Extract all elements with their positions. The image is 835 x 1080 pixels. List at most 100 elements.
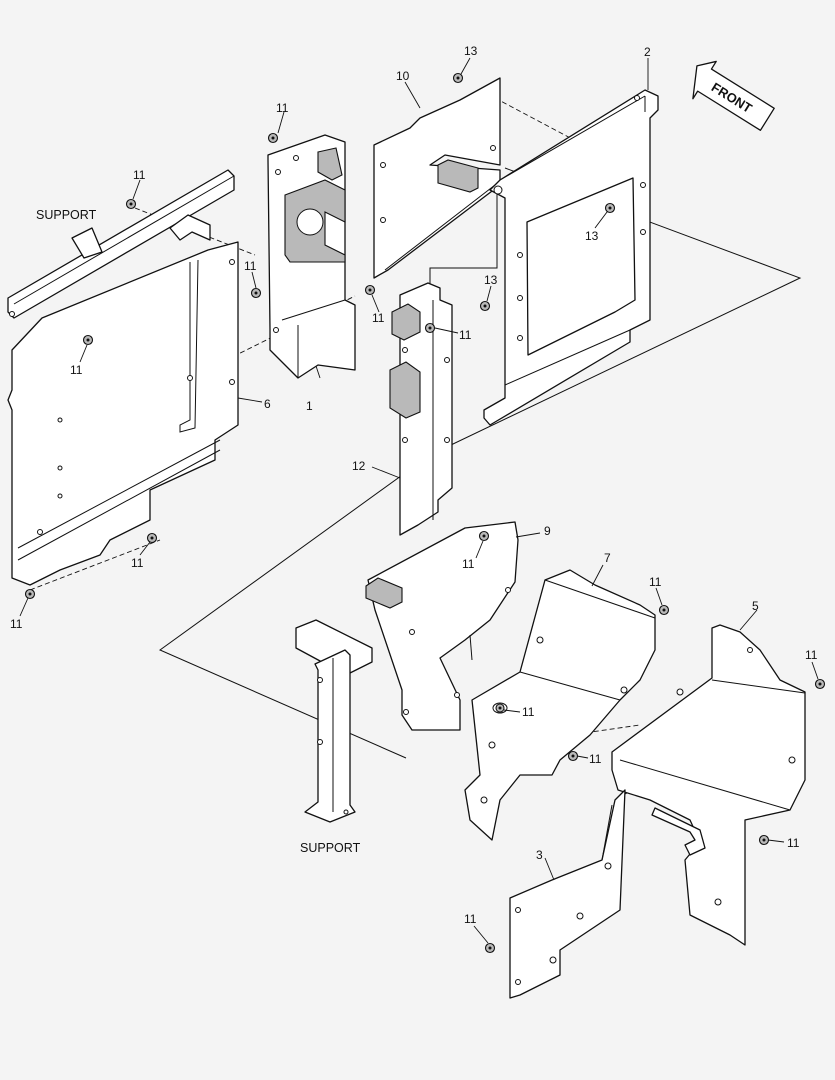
part-5-side-shroud (611, 624, 806, 946)
hole (493, 185, 503, 195)
hole (380, 162, 386, 168)
hole (444, 437, 450, 443)
callout-13: 13 (464, 44, 478, 58)
support-arm (71, 227, 103, 259)
hole (409, 629, 415, 635)
bolt-icon (814, 678, 826, 690)
hole (788, 756, 796, 764)
callout-11: 11 (70, 363, 83, 377)
support-label-upper: SUPPORT (36, 208, 97, 222)
leader-lines (19, 57, 819, 944)
hole (57, 465, 63, 471)
callout-11: 11 (589, 752, 602, 766)
hole (343, 809, 349, 815)
part-12-pad-upper (391, 303, 421, 341)
bolt-icon (250, 287, 262, 299)
part-12-pad-lower (389, 361, 421, 419)
part-10-body (373, 77, 501, 279)
part-9-body (367, 521, 519, 731)
callout-11: 11 (131, 556, 144, 570)
hole (275, 169, 281, 175)
part-3-lower-plate (509, 789, 626, 999)
bolt-icon (478, 530, 490, 542)
callout-7: 7 (604, 551, 611, 565)
part-9-pad (365, 577, 403, 609)
support-rail-upper (7, 169, 235, 319)
hole (676, 688, 684, 696)
fasteners (24, 72, 826, 954)
part-6-flange (17, 439, 221, 561)
callout-12: 12 (352, 459, 366, 473)
callout-11: 11 (462, 557, 475, 571)
bolt-icon (125, 198, 137, 210)
callout-6: 6 (264, 397, 271, 411)
hole (402, 437, 408, 443)
hole (517, 252, 523, 258)
part-3-body (509, 789, 626, 999)
callout-11: 11 (244, 259, 257, 273)
bolt-icon (484, 942, 496, 954)
callout-11: 11 (372, 311, 385, 325)
part-6-body (7, 241, 239, 586)
hole (57, 417, 63, 423)
callout-11: 11 (805, 648, 818, 662)
callout-11: 11 (464, 912, 477, 926)
hole (317, 677, 323, 683)
callout-3: 3 (536, 848, 543, 862)
support-stand-lower (295, 619, 373, 823)
bolt-icon (479, 300, 491, 312)
callout-13: 13 (585, 229, 599, 243)
hole (634, 95, 640, 101)
hole (517, 295, 523, 301)
hole (505, 587, 511, 593)
hole (480, 796, 488, 804)
front-arrow-shape (692, 60, 775, 131)
callout-11: 11 (649, 575, 662, 589)
bolt-icon (24, 588, 36, 600)
hole (536, 636, 544, 644)
hole (620, 686, 628, 694)
callout-13: 13 (484, 273, 498, 287)
hole (549, 956, 557, 964)
bolt-icon (658, 604, 670, 616)
bolt-icon (452, 72, 464, 84)
hole (640, 182, 646, 188)
hole (402, 347, 408, 353)
part-12-channel (389, 282, 453, 536)
callout-11: 11 (459, 328, 472, 342)
hole (517, 335, 523, 341)
hole (747, 647, 753, 653)
support-stand-leg (304, 649, 356, 823)
bolt-icon (364, 284, 376, 296)
hole (57, 493, 63, 499)
support-label-lower: SUPPORT (300, 841, 361, 855)
part-5-slot (651, 807, 706, 856)
support-bracket (169, 214, 211, 241)
hole (444, 357, 450, 363)
hole (576, 912, 584, 920)
hole (604, 862, 612, 870)
hole (403, 709, 409, 715)
part-12-body (399, 282, 453, 536)
part-9-cover (365, 521, 519, 731)
part-6-inner (179, 259, 199, 433)
part-10-plate (373, 77, 501, 279)
callout-10: 10 (396, 69, 410, 83)
hole (273, 327, 279, 333)
part-1-pad-top (317, 147, 343, 181)
hole (490, 145, 496, 151)
part-2-frame (483, 89, 659, 426)
hole (37, 529, 43, 535)
hole (454, 692, 460, 698)
callout-2: 2 (644, 45, 651, 59)
callout-11: 11 (787, 836, 800, 850)
front-arrow-icon: FRONT (692, 60, 775, 131)
part-5-body (611, 624, 806, 946)
callout-11: 11 (10, 617, 23, 631)
bolt-icon (495, 703, 505, 713)
callout-11: 11 (276, 101, 289, 115)
hole (640, 229, 646, 235)
hole (229, 379, 235, 385)
bolt-icon (424, 322, 436, 334)
